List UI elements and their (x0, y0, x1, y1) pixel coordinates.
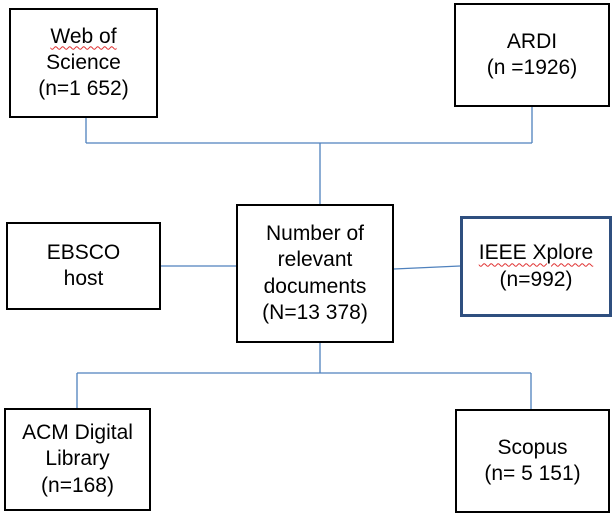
ardi-count: (n =1926) (486, 56, 578, 79)
web-of-science-label-line2: Science (46, 50, 121, 74)
acm-count: (n=168) (41, 473, 114, 497)
ardi-label: ARDI (506, 29, 558, 53)
center-box-relevant-documents: Number of relevant documents (N=13 378) (236, 204, 394, 343)
source-box-ieee-xplore: IEEE Xplore (n=992) (460, 216, 612, 317)
source-box-ardi: ARDI (n =1926) (454, 3, 610, 107)
web-of-science-count: (n=1 652) (38, 77, 129, 101)
center-label-line2: relevant (277, 248, 353, 272)
source-box-scopus: Scopus (n= 5 151) (455, 409, 610, 513)
web-of-science-label-line1: Web of (50, 24, 117, 48)
ebsco-label-line2: host (63, 267, 104, 290)
connector-ieee (393, 265, 461, 270)
scopus-label: Scopus (497, 435, 568, 459)
ieee-label: IEEE Xplore (478, 241, 594, 265)
source-box-web-of-science: Web of Science (n=1 652) (9, 8, 158, 118)
acm-label-line2: Library (45, 447, 110, 471)
center-label-line3: documents (263, 274, 367, 298)
source-box-acm-digital-library: ACM Digital Library (n=168) (4, 408, 151, 511)
source-box-ebsco-host: EBSCO host (6, 222, 161, 310)
ieee-count: (n=992) (499, 267, 573, 291)
scopus-count: (n= 5 151) (484, 462, 581, 485)
center-total-count: (N=13 378) (262, 300, 368, 324)
acm-label-line1: ACM Digital (22, 421, 133, 445)
center-label-line1: Number of (265, 222, 365, 245)
ebsco-label-line1: EBSCO (46, 240, 121, 264)
